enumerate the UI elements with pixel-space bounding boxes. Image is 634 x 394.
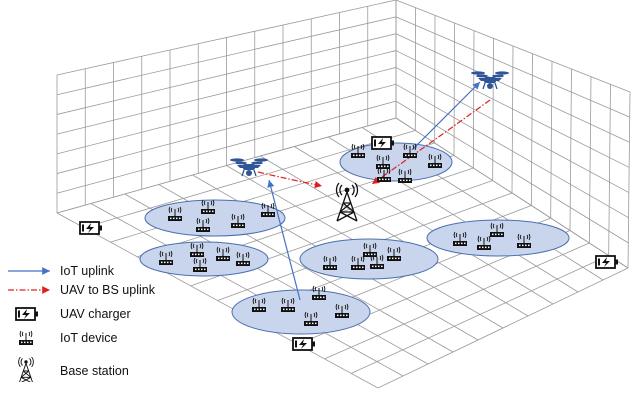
link-group <box>257 81 491 301</box>
grid-line <box>395 16 630 118</box>
grid-line <box>453 22 455 156</box>
grid-line <box>395 100 629 244</box>
uav-drone-icon <box>470 70 510 90</box>
grid-line <box>395 0 631 93</box>
legend-item-iot-uplink: IoT uplink <box>6 260 114 282</box>
legend-item-uav-bs-uplink: UAV to BS uplink <box>6 279 155 301</box>
iot-cluster-area <box>144 199 286 237</box>
iot-cluster-area <box>231 289 371 335</box>
base-station-tower-icon <box>18 356 34 385</box>
battery-charging-icon <box>15 307 39 321</box>
grid-line <box>56 50 397 135</box>
uav-to-bs-uplink-arrow <box>371 99 491 185</box>
grid-line <box>395 117 629 269</box>
base-station-tower-icon <box>335 182 359 222</box>
grid-line <box>56 0 397 76</box>
grid-line <box>627 91 631 269</box>
grid-line <box>395 50 630 168</box>
iot-uplink-arrow <box>411 81 481 151</box>
uav-to-bs-uplink-arrow <box>257 171 323 189</box>
grid-line <box>56 67 397 155</box>
uav-charger-icon <box>79 221 103 235</box>
legend-item-uav-charger: UAV charger <box>6 303 131 325</box>
red-dashdot-arrow-icon <box>8 286 50 294</box>
legend-item-base-station: Base station <box>6 356 129 385</box>
grid-line <box>530 53 533 206</box>
grid-line <box>56 117 397 214</box>
grid-line <box>56 100 397 194</box>
iot-uplink-arrow <box>267 179 301 301</box>
grid-line <box>90 203 404 377</box>
grid-line <box>472 30 475 169</box>
iot-device-icon <box>18 330 34 346</box>
legend-label: Base station <box>60 364 129 378</box>
grid-line <box>294 146 554 305</box>
grid-line <box>56 16 397 96</box>
grid-line <box>56 83 397 174</box>
legend-item-iot-device: IoT device <box>6 327 117 349</box>
grid-line <box>511 45 514 194</box>
grid-line <box>550 61 553 219</box>
legend-label: UAV charger <box>60 307 131 321</box>
iot-cluster-area <box>139 241 269 277</box>
uav-charger-icon <box>292 337 316 351</box>
grid-line <box>492 38 494 181</box>
grid-line <box>395 33 630 143</box>
grid-line <box>569 68 572 231</box>
legend-label: UAV to BS uplink <box>60 283 155 297</box>
grid-line <box>395 83 629 219</box>
iot-cluster-area <box>339 142 453 182</box>
grid-line <box>56 212 379 389</box>
iot-cluster-area <box>426 219 570 257</box>
grid-line <box>56 33 397 115</box>
legend-label: IoT device <box>60 331 118 345</box>
blue-arrow-line-icon <box>8 267 50 275</box>
grid-line <box>608 84 611 256</box>
legend-label: IoT uplink <box>60 264 114 278</box>
grid-line <box>588 76 592 244</box>
uav-charger-icon <box>371 136 395 150</box>
uav-charger-icon <box>595 255 619 269</box>
grid-line <box>395 67 630 193</box>
iot-cluster-area <box>299 238 439 280</box>
